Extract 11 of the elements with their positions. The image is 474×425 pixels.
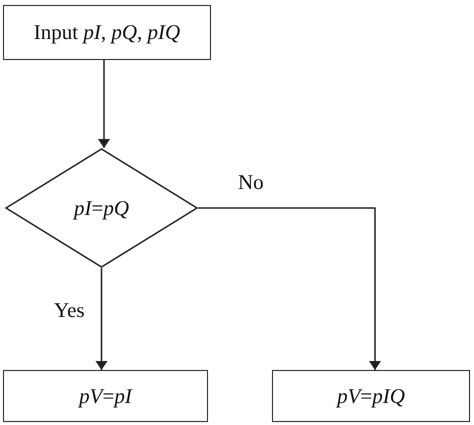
process-box bbox=[272, 370, 470, 422]
process-box bbox=[3, 5, 211, 60]
arrow bbox=[100, 60, 108, 148]
node-text: Input pI, pQ, pIQ bbox=[34, 20, 180, 45]
process-box bbox=[3, 370, 208, 422]
arrow bbox=[198, 207, 380, 370]
node-text: pV=pIQ bbox=[337, 384, 405, 408]
node-text: pV=pI bbox=[79, 384, 132, 408]
node-text: pI=pQ bbox=[74, 196, 129, 220]
arrow bbox=[97, 268, 106, 370]
decision-diamond bbox=[5, 148, 198, 268]
